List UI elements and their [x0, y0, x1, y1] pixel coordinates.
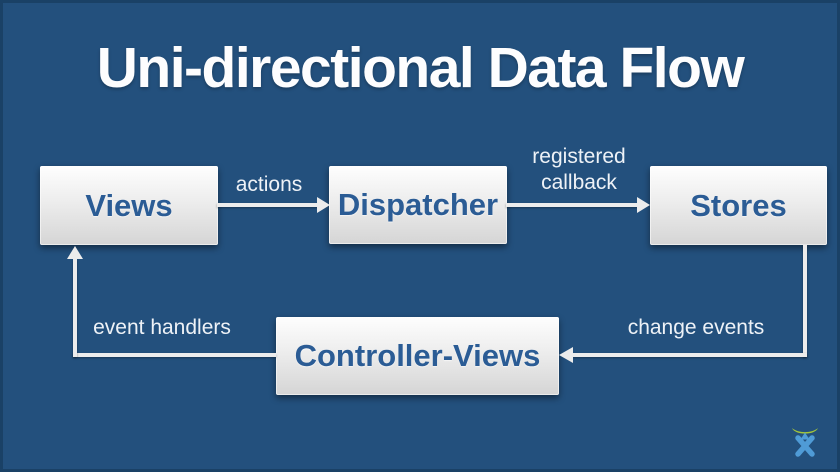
- arrow-dispatcher-to-stores-head: [637, 197, 650, 213]
- logo-arc: [792, 428, 818, 434]
- diagram-node-stores: Stores: [650, 166, 827, 245]
- diagram-node-dispatcher: Dispatcher: [329, 166, 507, 244]
- arrow-views-to-dispatcher-head: [317, 197, 330, 213]
- arrow-views-to-dispatcher-shaft: [217, 203, 318, 207]
- edge-label-actions: actions: [235, 172, 303, 196]
- edge-label-change-events: change events: [627, 315, 765, 339]
- arrow-stores-to-controller-views-horizontal-shaft: [573, 353, 807, 357]
- arrow-stores-to-controller-views-head: [559, 347, 573, 363]
- arrow-controller-views-to-views-head: [67, 246, 83, 259]
- page-title: Uni-directional Data Flow: [96, 36, 745, 100]
- arrow-controller-views-to-views-horizontal-shaft: [73, 353, 276, 357]
- logo-figure-head: [800, 432, 810, 440]
- arrow-dispatcher-to-stores-shaft: [506, 203, 638, 207]
- diagram-node-views: Views: [40, 166, 218, 245]
- atlassian-logo: [792, 428, 818, 457]
- node-controller-views-label: Controller-Views: [294, 338, 541, 373]
- edge-label-registered-callback: registered callback: [532, 144, 626, 194]
- node-dispatcher-label: Dispatcher: [337, 187, 499, 222]
- edge-label-event-handlers: event handlers: [93, 315, 231, 339]
- diagram-node-controller-views: Controller-Views: [276, 317, 559, 395]
- arrow-controller-views-to-views-vertical-shaft: [73, 259, 77, 357]
- logo-figure-x: [795, 435, 815, 457]
- arrow-stores-to-controller-views-vertical-shaft: [803, 245, 807, 357]
- node-stores-label: Stores: [690, 187, 787, 223]
- node-views-label: Views: [85, 187, 173, 223]
